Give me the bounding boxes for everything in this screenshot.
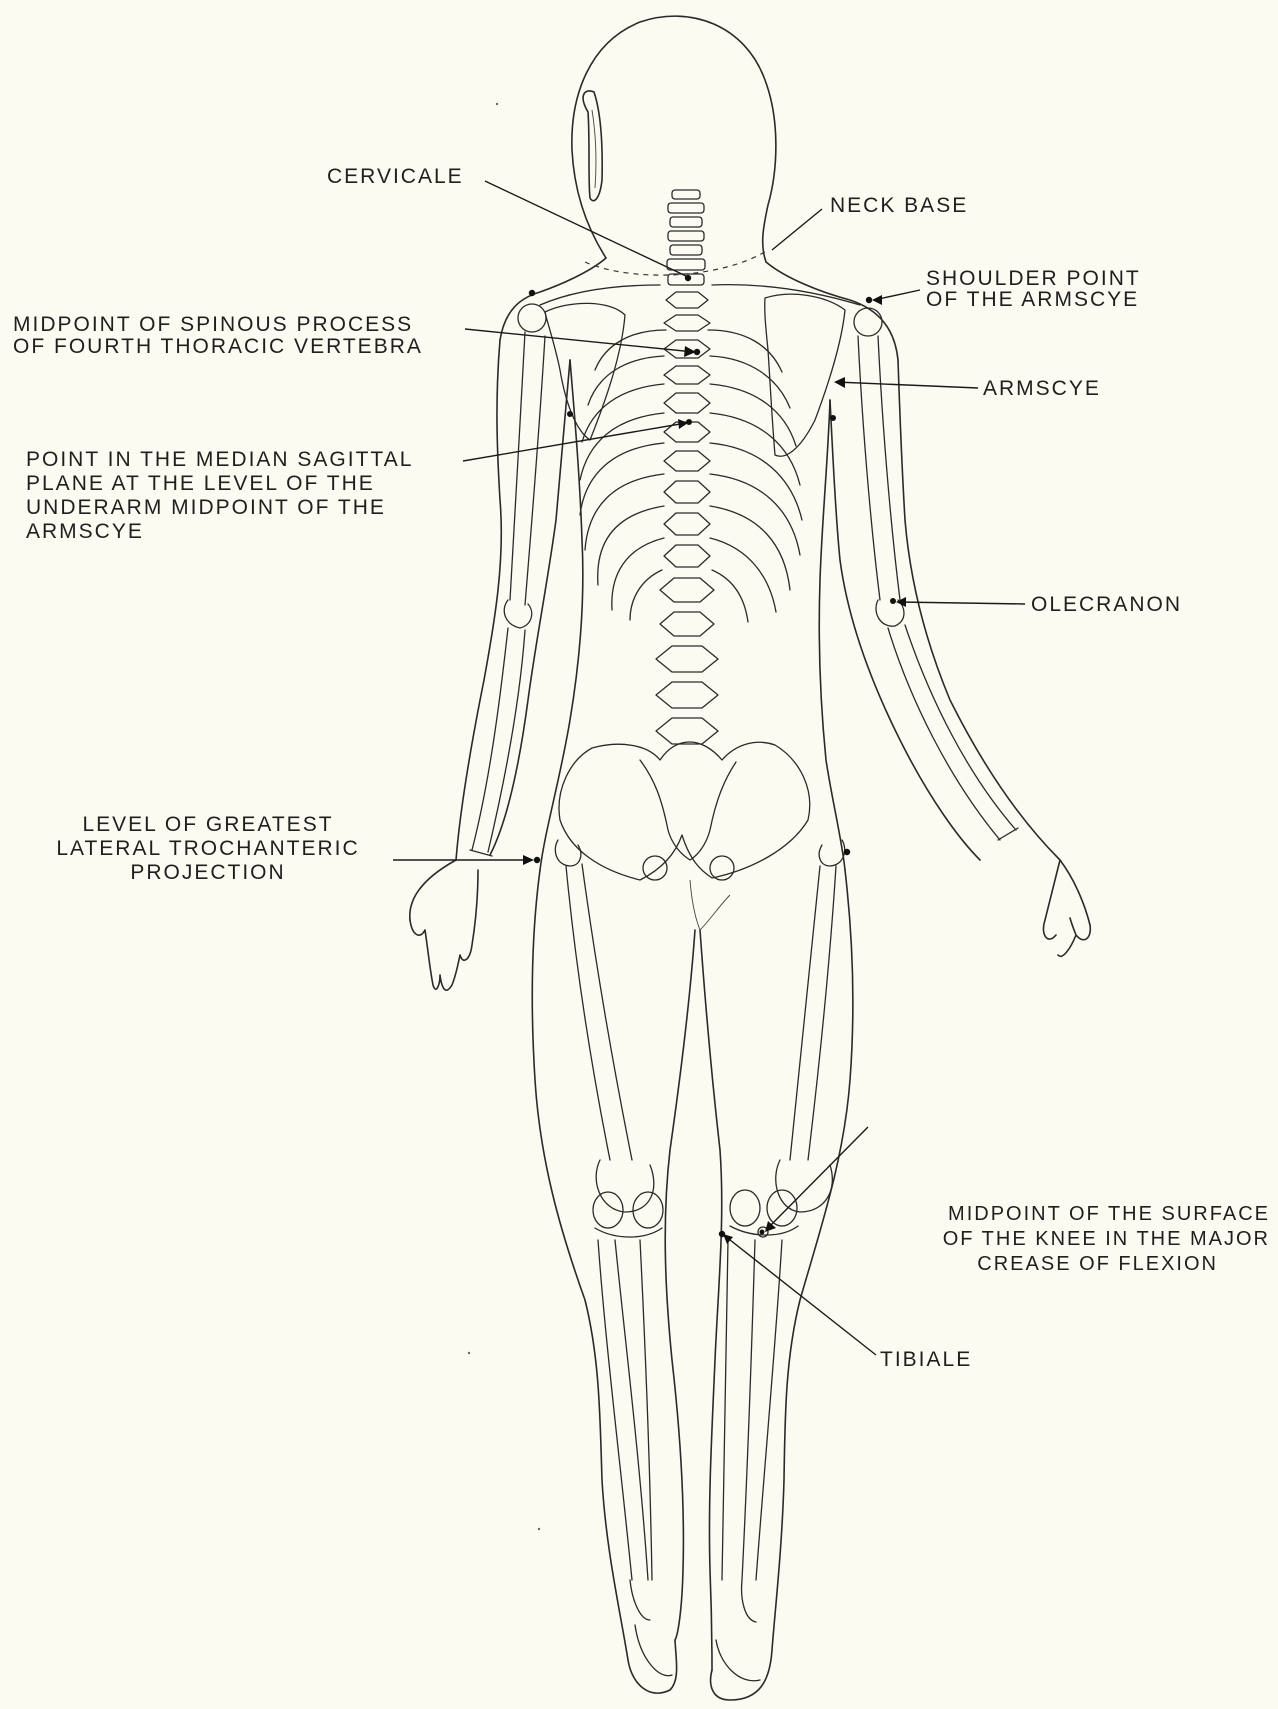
midpoint-spinous-label: MIDPOINT OF SPINOUS PROCESS OF FOURTH TH… [13,314,423,358]
right-scapula [765,294,845,456]
pelvis [559,742,810,880]
right-tibia [722,1240,782,1622]
knee-midpoint-dot [760,1230,765,1235]
olecranon-dot [890,598,896,604]
right-leg-outline [711,870,853,1700]
shoulder-point-left-dot [529,290,535,296]
trochanteric-right-dot [844,849,850,855]
left-shoulder-outline [500,258,606,340]
right-femur [776,840,845,1212]
right-arm-outline [898,360,1090,925]
skeleton [470,190,1018,1681]
right-hand-outline [1043,860,1090,956]
armscye-leader [836,382,978,388]
tibiale-label: TIBIALE [880,1349,972,1371]
cervicale-label: CERVICALE [327,166,464,188]
right-forearm [888,625,1018,840]
left-clavicle [540,285,660,305]
cervical-spine [667,190,705,285]
armscye-left-dot [567,411,573,417]
neck-base-leader [772,209,822,250]
landmark-dots [529,275,896,1237]
trochanteric-label: LEVEL OF GREATEST LATERAL TROCHANTERIC P… [28,813,388,885]
left-tibia [598,1240,652,1620]
median-sagittal-label: POINT IN THE MEDIAN SAGITTAL PLANE AT TH… [26,448,413,544]
right-humerus [858,336,904,626]
left-femur [555,840,654,1212]
left-forearm [470,628,525,856]
olecranon-label: OLECRANON [1031,594,1182,616]
neck-base-label: NECK BASE [830,195,968,217]
median-sagittal-dot [686,419,692,425]
armscye-label: ARMSCYE [983,378,1101,400]
left-leg-outline [532,870,676,1693]
spinal-column [656,292,718,744]
leader-lines [393,181,1025,1355]
trochanteric-left-dot [534,857,540,863]
left-humerus [504,332,545,628]
head-outline [572,16,776,262]
ear-outline [583,91,602,201]
knee-midpoint-label: MIDPOINT OF THE SURFACE OF THE KNEE IN T… [850,1202,1270,1277]
armscye-right-dot [830,415,836,421]
shoulder-point-right-dot [866,297,872,303]
olecranon-leader [898,602,1025,604]
left-arm-outline [410,340,502,920]
shoulder-point-label: SHOULDER POINT OF THE ARMSCYE [926,268,1141,310]
